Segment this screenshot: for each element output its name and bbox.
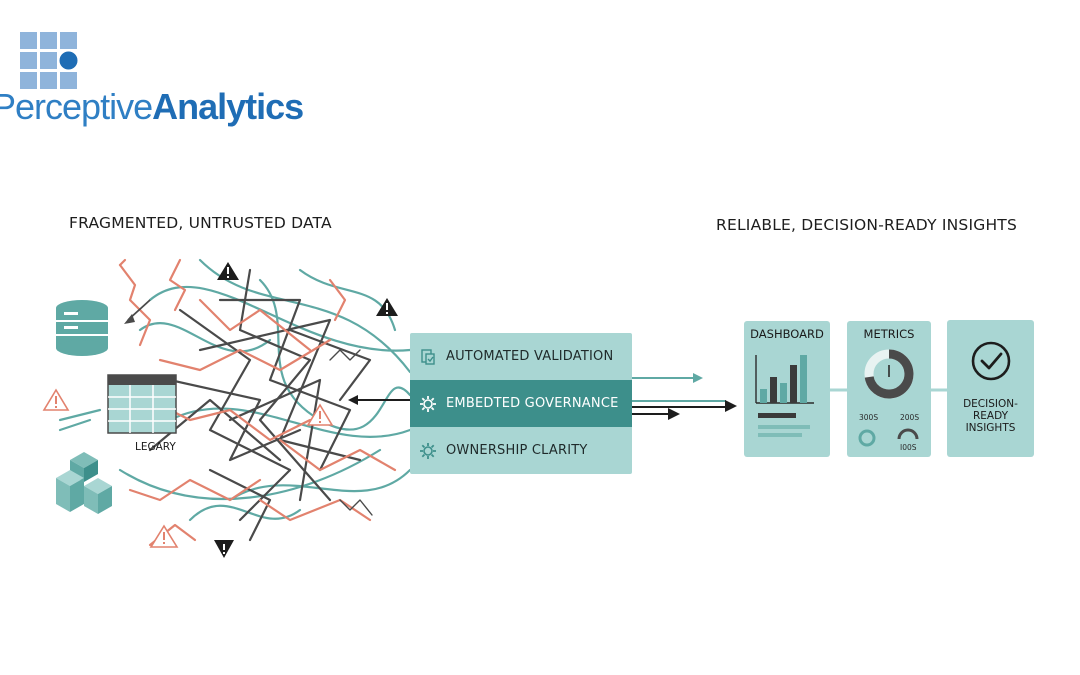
governance-item-embedded-governance: EMBEDTED GOVERNANCE	[410, 380, 632, 427]
metrics-card: METRICS 300S 200S I00S	[847, 321, 931, 457]
right-heading: RELIABLE, DECISION-READY INSIGHTS	[716, 216, 1018, 234]
dashboard-card: DASHBOARD	[744, 321, 830, 457]
metrics-title: METRICS	[863, 327, 915, 341]
checkmark-circle-icon	[971, 341, 1011, 381]
logo-grid-icon	[20, 32, 78, 89]
left-heading: FRAGMENTED, UNTRUSTED DATA	[69, 214, 332, 232]
dashboard-title: DASHBOARD	[750, 327, 824, 341]
gear-icon	[420, 442, 436, 459]
warning-icon	[306, 403, 334, 426]
database-icon	[56, 300, 108, 356]
donut-chart-icon	[858, 349, 919, 447]
warning-icon	[217, 262, 239, 280]
legacy-label: LEGARY	[135, 441, 176, 453]
governance-panel: AUTOMATED VALIDATION EMBEDTED GOVERNANCE…	[410, 333, 632, 474]
warning-icon	[42, 388, 70, 411]
document-check-icon	[421, 348, 435, 365]
governance-item-label: AUTOMATED VALIDATION	[446, 349, 614, 364]
governance-item-automated-validation: AUTOMATED VALIDATION	[410, 333, 632, 380]
metric-value: 200S	[900, 413, 920, 422]
insights-card: DECISION-READY INSIGHTS	[947, 320, 1034, 457]
governance-item-ownership-clarity: OWNERSHIP CLARITY	[410, 427, 632, 474]
insights-label: DECISION-READY INSIGHTS	[963, 398, 1018, 434]
warning-icon	[149, 524, 179, 548]
bar-chart-icon	[755, 355, 814, 437]
metric-value: I00S	[900, 443, 917, 452]
legacy-spreadsheet-icon	[107, 374, 177, 434]
warning-icon	[376, 298, 398, 316]
warning-icon	[214, 540, 234, 558]
gear-icon	[420, 395, 436, 412]
logo-wordmark: PerceptiveAnalytics	[0, 86, 304, 127]
metric-value: 300S	[859, 413, 879, 422]
cube-stack-icon	[56, 452, 112, 514]
governance-item-label: OWNERSHIP CLARITY	[446, 443, 588, 458]
governance-item-label: EMBEDTED GOVERNANCE	[446, 396, 619, 411]
